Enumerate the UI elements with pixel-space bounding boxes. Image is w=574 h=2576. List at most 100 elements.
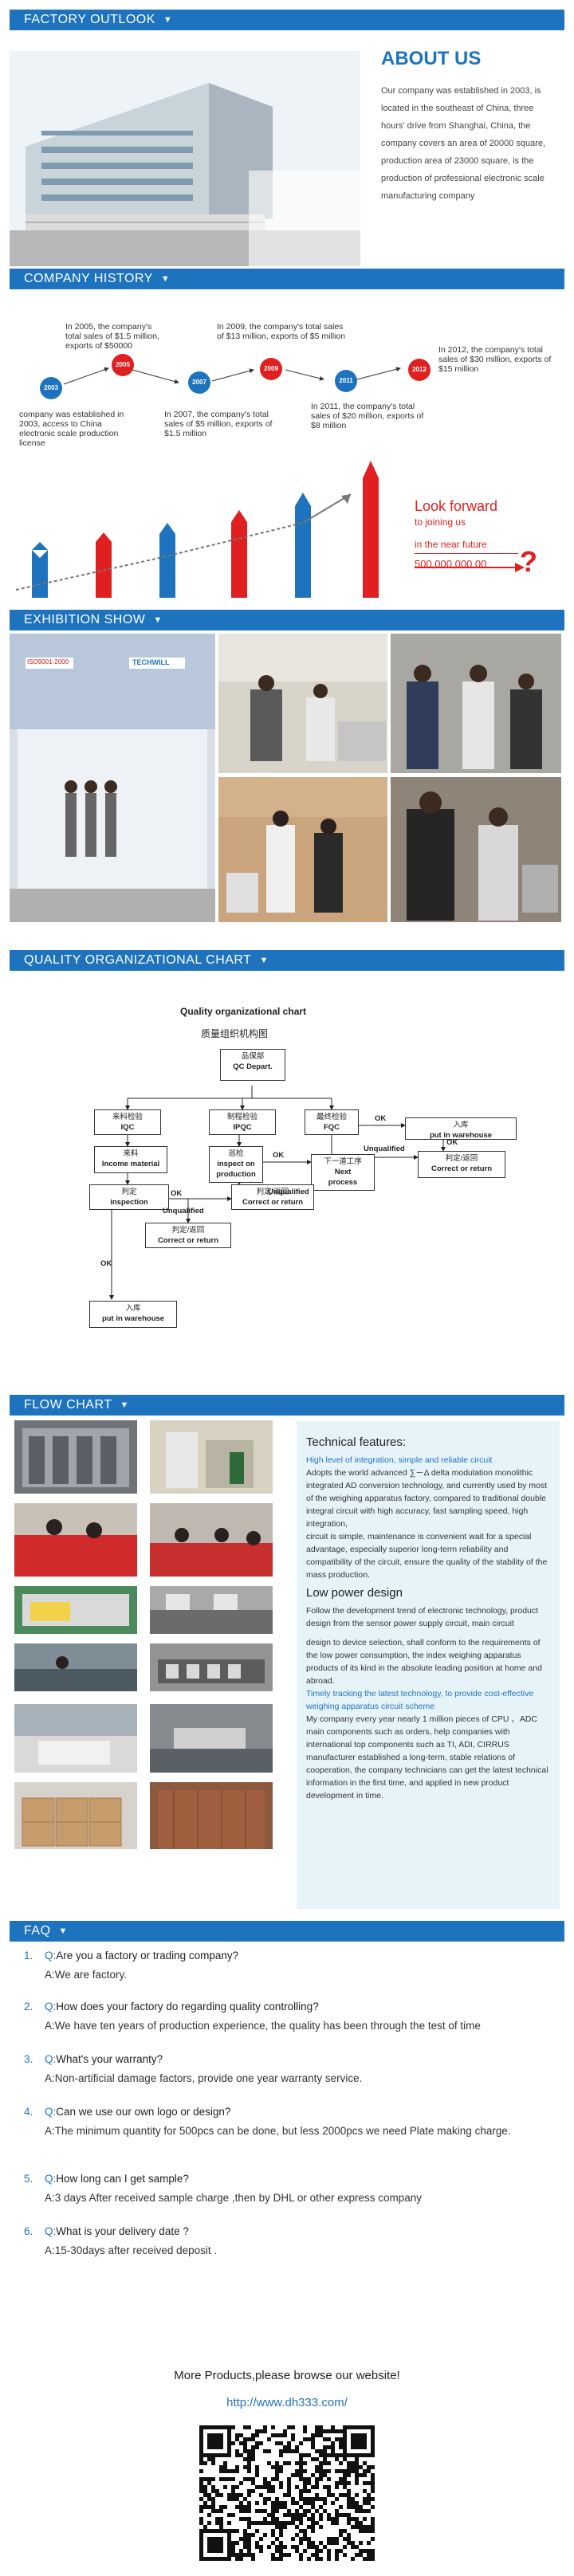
faq-item: 4.Q:Can we use our own logo or design? A… xyxy=(24,2106,511,2137)
tech-heading-1: Technical features: xyxy=(306,1435,407,1449)
section-bar-factory: FACTORY OUTLOOK▼ xyxy=(10,10,564,30)
year-dot-2003: 2003 xyxy=(40,377,62,399)
triangle-down-icon: ▼ xyxy=(58,1926,68,1936)
triangle-down-icon: ▼ xyxy=(259,956,269,965)
faq-answer: Non-artificial damage factors, provide o… xyxy=(54,2072,363,2084)
history-timeline-arrows xyxy=(63,367,401,385)
question-mark: ? xyxy=(520,545,537,578)
look-forward-text: Look forward to joining us in the near f… xyxy=(415,499,518,571)
flow-photo-4 xyxy=(150,1503,273,1577)
growth-pencils-graphic xyxy=(16,461,379,598)
section-bar-history: COMPANY HISTORY▼ xyxy=(10,269,564,289)
quality-chart-title-cn: 质量组织机构图 xyxy=(201,1028,269,1039)
flow-photo-5 xyxy=(14,1586,137,1634)
flow-photo-9 xyxy=(14,1704,137,1773)
ok-label: OK xyxy=(446,1138,458,1147)
flow-photo-3 xyxy=(14,1503,137,1577)
unqualified-label: Unqualified xyxy=(364,1145,405,1153)
flow-photo-1 xyxy=(14,1420,137,1494)
qr-code-icon[interactable] xyxy=(191,2423,383,2563)
triangle-down-icon: ▼ xyxy=(163,15,173,25)
triangle-down-icon: ▼ xyxy=(120,1400,129,1410)
tech-paragraph-1: Adopts the world advanced ∑－Δ delta modu… xyxy=(306,1468,548,1529)
tech-heading-2: Low power design xyxy=(306,1586,403,1600)
about-text: Our company was established in 2003, is … xyxy=(381,86,546,201)
history-note-2012: In 2012, the company's total sales of $3… xyxy=(438,345,552,374)
flow-photo-10 xyxy=(150,1704,273,1773)
flow-photo-8 xyxy=(150,1643,273,1691)
section-bar-quality: QUALITY ORGANIZATIONAL CHART▼ xyxy=(10,950,564,971)
year-dot-2011: 2011 xyxy=(335,370,357,392)
faq-answer: 15-30days after received deposit . xyxy=(54,2244,218,2256)
faq-question: What's your warranty? xyxy=(56,2053,163,2065)
exhibition-photo-5 xyxy=(391,777,561,922)
ok-label: OK xyxy=(375,1114,387,1123)
tech-highlight-2: Timely tracking the latest technology, t… xyxy=(306,1689,534,1711)
triangle-down-icon: ▼ xyxy=(153,615,163,625)
faq-item: 2.Q:How does your factory do regarding q… xyxy=(24,2001,481,2032)
faq-answer: We are factory. xyxy=(54,1969,128,1981)
exhibition-photo-2 xyxy=(218,634,387,773)
faq-question: How long can I get sample? xyxy=(56,2173,189,2185)
year-dot-2012: 2012 xyxy=(408,359,431,381)
quality-chart-title: Quality organizational chart xyxy=(180,1006,307,1017)
tech-paragraph-3: Follow the development trend of electron… xyxy=(306,1606,539,1628)
quality-chart-connectors xyxy=(109,1086,446,1300)
tech-highlight-1: High level of integration, simple and re… xyxy=(306,1455,493,1465)
flow-photo-12 xyxy=(150,1782,273,1849)
ok-label: OK xyxy=(100,1259,112,1268)
faq-item: 6.Q:What is your delivery date ? A:15-30… xyxy=(24,2225,218,2256)
flow-photo-11 xyxy=(14,1782,137,1849)
website-link[interactable]: http://www.dh333.com/ xyxy=(226,2396,348,2409)
faq-answer: We have ten years of production experien… xyxy=(54,2020,481,2032)
section-bar-exhibition: EXHIBITION SHOW▼ xyxy=(10,610,564,630)
faq-item: 5.Q:How long can I get sample? A:3 days … xyxy=(24,2173,422,2204)
history-note-2009: In 2009, the company's total sales of $1… xyxy=(217,322,346,341)
forward-arrow-icon xyxy=(415,563,525,572)
more-products-text: More Products,please browse our website! xyxy=(174,2369,400,2382)
tech-paragraph-5: My company every year nearly 1 million p… xyxy=(306,1714,548,1800)
faq-question: How does your factory do regarding quali… xyxy=(56,2001,319,2012)
year-dot-2007: 2007 xyxy=(188,371,210,394)
triangle-down-icon: ▼ xyxy=(160,274,171,284)
section-bar-flow: FLOW CHART▼ xyxy=(10,1395,564,1416)
history-note-2011: In 2011, the company's total sales of $2… xyxy=(311,402,424,430)
year-dot-2009: 2009 xyxy=(260,358,282,380)
faq-question: Can we use our own logo or design? xyxy=(56,2106,231,2118)
section-bar-faq: FAQ▼ xyxy=(10,1921,564,1942)
flow-photo-7 xyxy=(14,1643,137,1691)
faq-item: 3.Q:What's your warranty? A:Non-artifici… xyxy=(24,2053,363,2084)
ok-label: OK xyxy=(171,1189,183,1198)
year-dot-2005: 2005 xyxy=(112,354,134,376)
history-note-2005: In 2005, the company's total sales of $1… xyxy=(65,322,159,351)
tech-paragraph-2: circuit is simple, maintenance is conven… xyxy=(306,1532,548,1580)
faq-answer: 3 days After received sample charge ,the… xyxy=(54,2192,422,2204)
ok-label: OK xyxy=(273,1151,285,1160)
technical-features-panel: Technical features: High level of integr… xyxy=(297,1421,560,1909)
exhibition-photo-3 xyxy=(391,634,561,773)
exhibition-booth-photo: ISO9001-2000 TECHWILL xyxy=(10,634,215,922)
faq-question: Are you a factory or trading company? xyxy=(56,1950,239,1961)
tech-paragraph-4: design to device selection, shall confor… xyxy=(306,1638,542,1686)
faq-item: 1.Q:Are you a factory or trading company… xyxy=(24,1950,239,1981)
history-note-2003: company was established in 2003, access … xyxy=(19,410,124,448)
unqualified-label: Unqualified xyxy=(163,1207,204,1215)
unqualified-label: Unqualified xyxy=(268,1188,309,1196)
factory-photo xyxy=(10,51,360,266)
exhibition-photo-4 xyxy=(218,777,387,922)
faq-question: What is your delivery date ? xyxy=(56,2225,189,2237)
flow-photo-2 xyxy=(150,1420,273,1494)
